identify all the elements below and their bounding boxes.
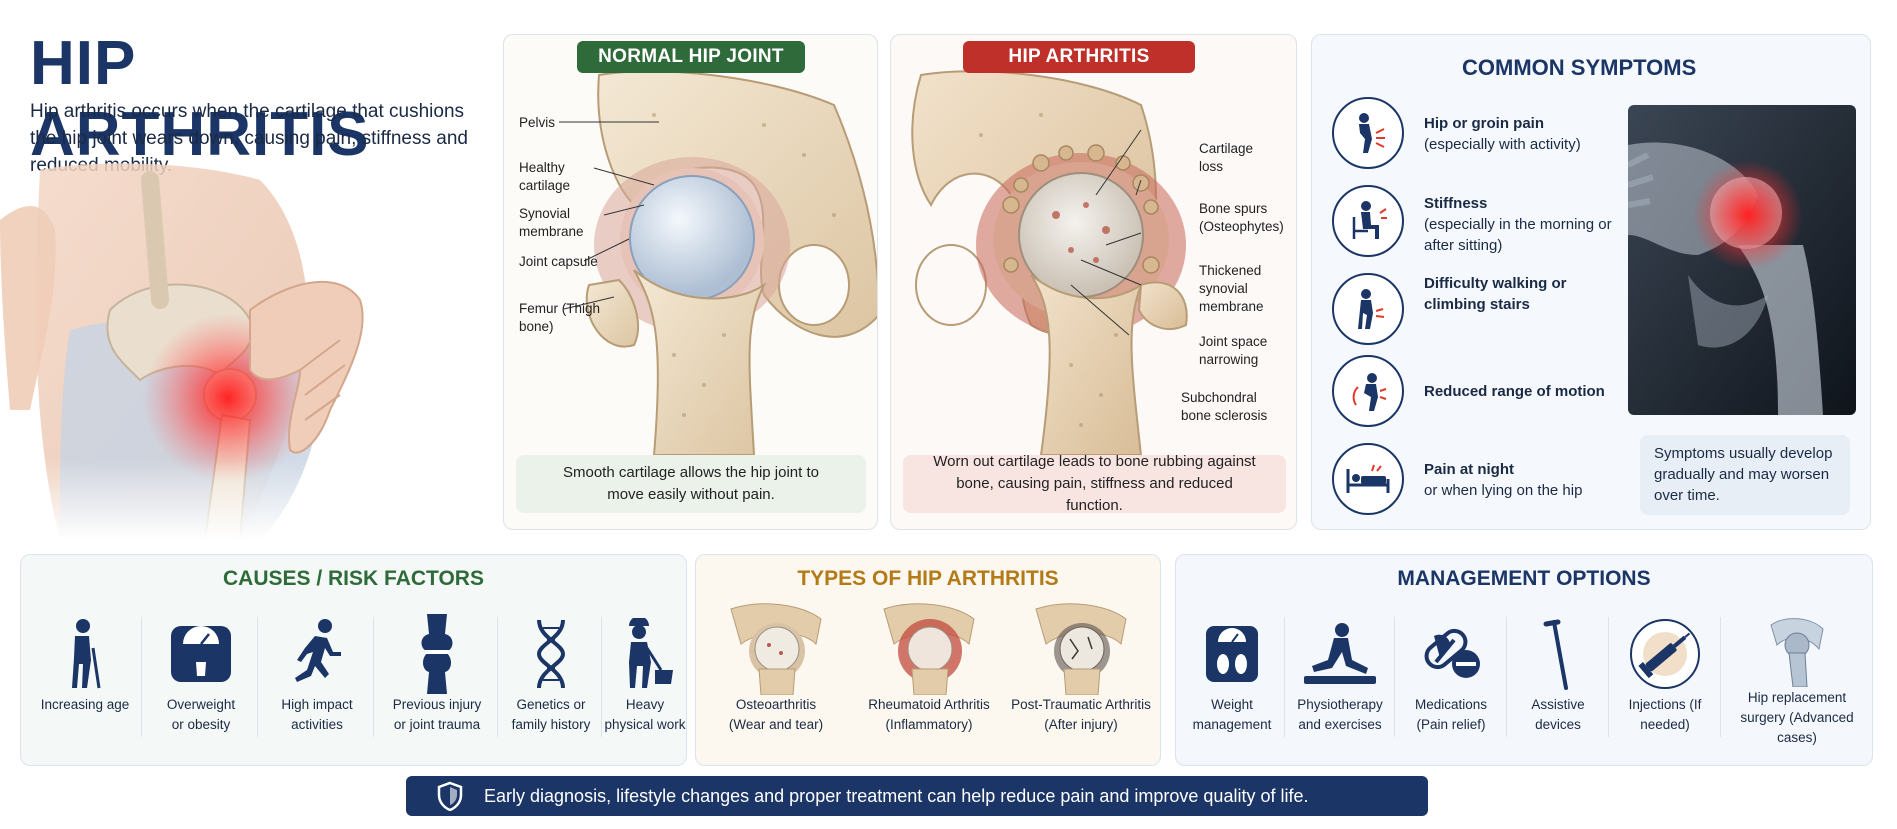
bed-icon (1332, 443, 1404, 515)
osteoarthritis-joint-icon (721, 599, 831, 695)
cause-increasing-age: Increasing age (29, 613, 141, 748)
normal-hip-joint-title: NORMAL HIP JOINT (577, 41, 805, 73)
common-symptoms-panel: COMMON SYMPTOMS Hip or groin pain(especi… (1311, 34, 1871, 530)
mgmt-medications: Medications (Pain relief) (1396, 613, 1506, 748)
mgmt-assistive-devices: Assistive devices (1508, 613, 1608, 748)
hip-arthritis-panel: HIP ARTHRITIS Cartilage loss Bone spurs … (890, 34, 1297, 530)
weighing-scale-icon (169, 613, 233, 695)
cause-overweight: Overweight or obesity (145, 613, 257, 748)
causes-risk-factors-panel: CAUSES / RISK FACTORS Increasing age Ove… (20, 554, 687, 766)
normal-joint-caption: Smooth cartilage allows the hip joint to… (516, 455, 866, 513)
arthritis-joint-caption: Worn out cartilage leads to bone rubbing… (903, 453, 1286, 514)
elderly-person-icon (65, 613, 105, 695)
runner-icon (289, 613, 345, 695)
label-bone-spurs: Bone spurs (Osteophytes) (1199, 201, 1284, 234)
mgmt-hip-replacement: Hip replacement surgery (Advanced cases) (1724, 613, 1870, 748)
normal-hip-joint-panel: NORMAL HIP JOINT Pelvis Healthy cartilag… (503, 34, 878, 530)
type-rheumatoid-arthritis: Rheumatoid Arthritis(Inflammatory) (856, 599, 1002, 734)
page-description: Hip arthritis occurs when the cartilage … (30, 101, 468, 176)
hip-implant-icon (1767, 613, 1827, 688)
normal-hip-joint-illustration (559, 70, 877, 455)
mgmt-weight-management: Weight management (1182, 613, 1282, 748)
label-joint-space-narrowing: Joint space narrowing (1199, 334, 1268, 367)
hip-xray-image (1628, 105, 1856, 415)
types-title: TYPES OF HIP ARTHRITIS (797, 567, 1059, 590)
symptom-reduced-range-of-motion: Reduced range of motion (1424, 383, 1605, 400)
scale-icon (1204, 613, 1260, 695)
pill-icon (1418, 613, 1484, 695)
label-femur: Femur (Thigh bone) (519, 301, 601, 334)
worker-icon (615, 613, 675, 695)
management-title: MANAGEMENT OPTIONS (1397, 567, 1651, 590)
cause-high-impact-activities: High impact activities (261, 613, 373, 748)
cause-genetics: Genetics or family history (501, 613, 601, 748)
symptom-hip-groin-pain: Hip or groin pain(especially with activi… (1424, 115, 1581, 153)
physiotherapy-icon (1302, 613, 1378, 695)
hip-pain-illustration (0, 163, 460, 540)
arthritic-hip-joint-illustration (911, 70, 1188, 455)
symptom-difficulty-walking: Difficulty walking or climbing stairs (1424, 275, 1567, 313)
label-synovial-membrane: Synovial membrane (519, 206, 584, 239)
label-joint-capsule: Joint capsule (519, 254, 598, 269)
cane-icon (1538, 613, 1578, 695)
groin-pain-icon (1332, 97, 1404, 169)
hip-arthritis-title: HIP ARTHRITIS (963, 41, 1195, 73)
symptoms-note: Symptoms usually develop gradually and m… (1640, 435, 1850, 515)
management-options-panel: MANAGEMENT OPTIONS Weight management Phy… (1175, 554, 1873, 766)
causes-title: CAUSES / RISK FACTORS (223, 567, 484, 590)
types-of-hip-arthritis-panel: TYPES OF HIP ARTHRITIS Osteoarthritis(We… (695, 554, 1161, 766)
key-message-banner: Early diagnosis, lifestyle changes and p… (406, 776, 1428, 816)
type-post-traumatic-arthritis: Post-Traumatic Arthritis(After injury) (1006, 599, 1156, 734)
banner-text: Early diagnosis, lifestyle changes and p… (484, 785, 1309, 806)
page-title: HIP ARTHRITIS (30, 29, 370, 169)
symptoms-title: COMMON SYMPTOMS (1462, 55, 1697, 80)
label-thickened-synovial-membrane: Thickened synovial membrane (1199, 263, 1264, 314)
type-osteoarthritis: Osteoarthritis(Wear and tear) (706, 599, 846, 734)
dna-icon (533, 613, 569, 695)
mgmt-physiotherapy: Physiotherapy and exercises (1286, 613, 1394, 748)
cause-heavy-physical-work: Heavy physical work (603, 613, 686, 748)
label-pelvis: Pelvis (519, 115, 556, 130)
sitting-stiffness-icon (1332, 185, 1404, 257)
hero-section: HIP ARTHRITIS Hip arthritis occurs when … (0, 0, 490, 540)
symptom-stiffness: Stiffness(especially in the morning or a… (1424, 195, 1612, 254)
post-traumatic-joint-icon (1026, 599, 1136, 695)
joint-bone-icon (417, 613, 457, 695)
range-of-motion-icon (1332, 355, 1404, 427)
shield-icon (434, 780, 466, 812)
walking-difficulty-icon (1332, 273, 1404, 345)
syringe-icon (1629, 613, 1701, 695)
label-subchondral-bone-sclerosis: Subchondral bone sclerosis (1181, 390, 1268, 423)
rheumatoid-joint-icon (874, 599, 984, 695)
cause-previous-injury: Previous injury or joint trauma (377, 613, 497, 748)
label-cartilage-loss: Cartilage loss (1199, 141, 1254, 174)
mgmt-injections: Injections (If needed) (1610, 613, 1720, 748)
label-healthy-cartilage: Healthy cartilage (519, 160, 571, 193)
